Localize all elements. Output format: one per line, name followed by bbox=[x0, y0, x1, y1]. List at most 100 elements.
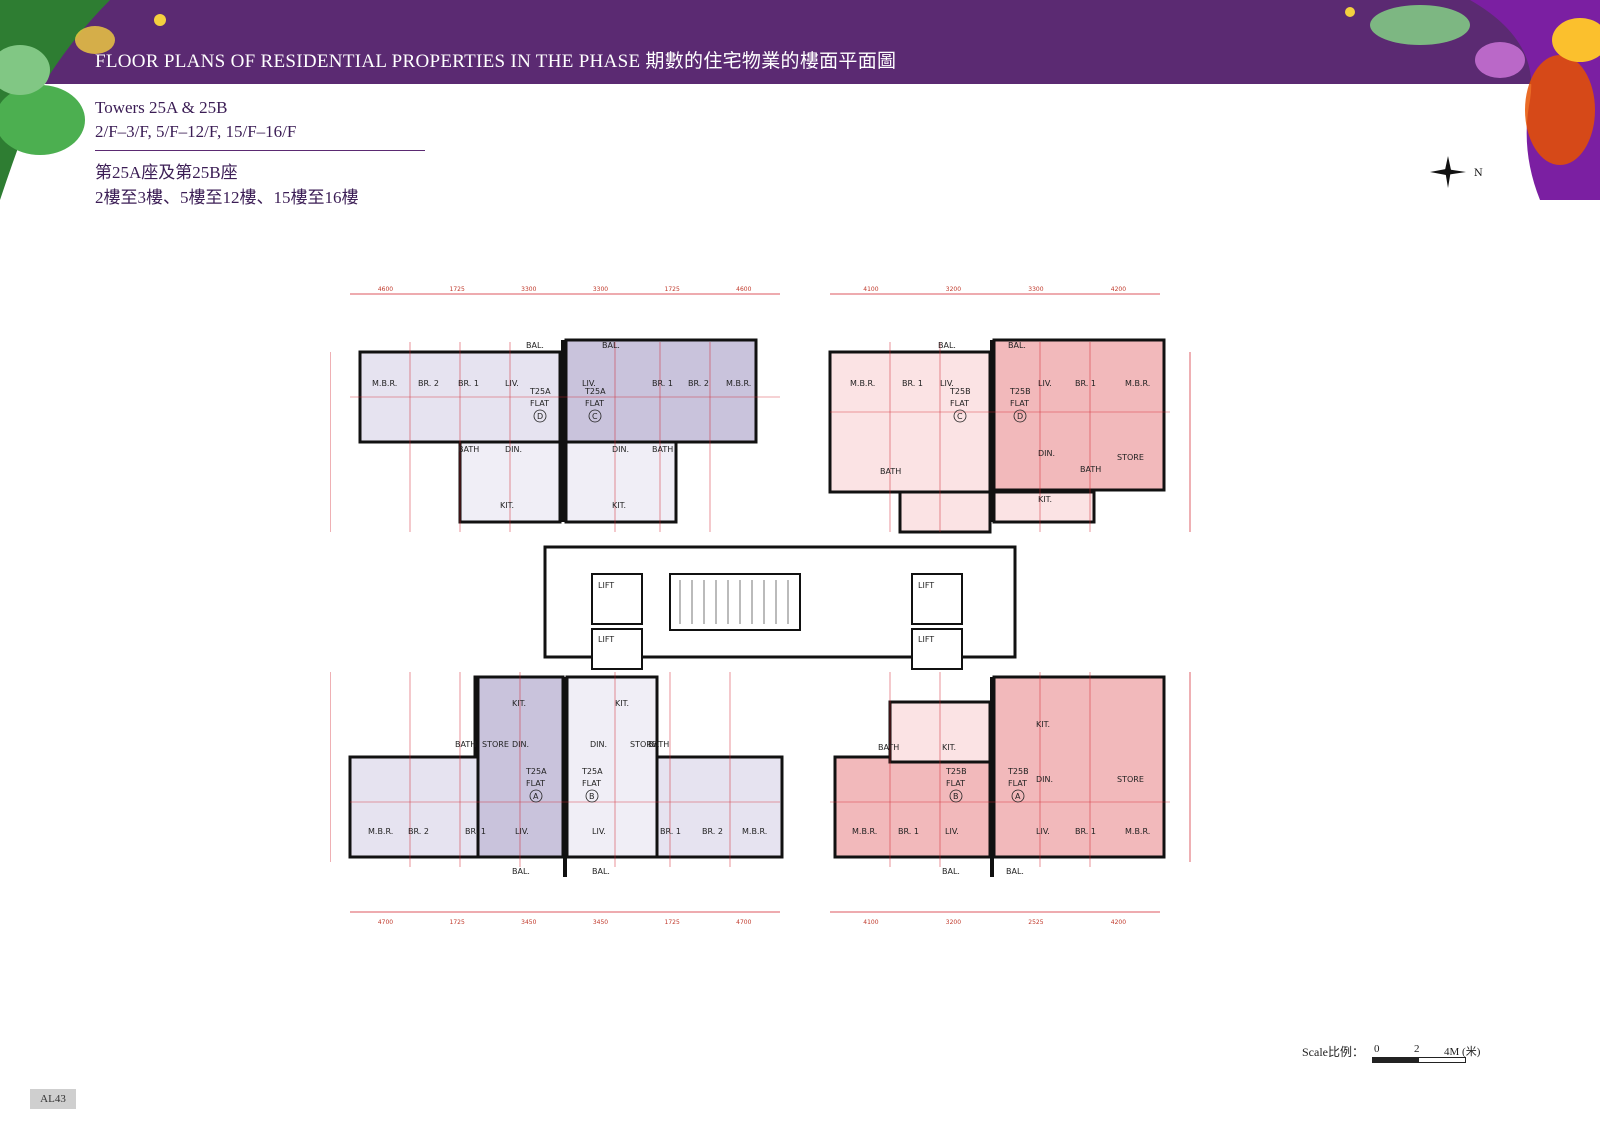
scale-tick-0: 0 bbox=[1374, 1043, 1380, 1055]
flat-label-t25a-b: T25A FLAT B bbox=[581, 767, 603, 803]
room-bal-8: BAL. bbox=[1006, 867, 1024, 876]
room-bal-3: BAL. bbox=[938, 341, 956, 350]
svg-text:FLAT: FLAT bbox=[1010, 399, 1029, 408]
dimension-label: 3200 bbox=[946, 919, 961, 926]
room-mbr-5: M.B.R. bbox=[368, 827, 393, 836]
room-din-6: DIN. bbox=[590, 740, 607, 749]
room-mbr-8: M.B.R. bbox=[1125, 827, 1150, 836]
room-liv-6: LIV. bbox=[592, 827, 606, 836]
room-bal-6: BAL. bbox=[592, 867, 610, 876]
svg-text:T25A: T25A bbox=[581, 767, 603, 776]
room-bath-6: BATH bbox=[648, 740, 669, 749]
north-compass-icon: N bbox=[1430, 156, 1483, 188]
room-store-6: STORE bbox=[630, 740, 657, 749]
page-title: FLOOR PLANS OF RESIDENTIAL PROPERTIES IN… bbox=[95, 51, 897, 72]
svg-text:B: B bbox=[589, 792, 595, 801]
room-liv-3: LIV. bbox=[940, 379, 954, 388]
svg-text:B: B bbox=[953, 792, 959, 801]
dimension-label: 4200 bbox=[1111, 286, 1126, 293]
room-liv-1: LIV. bbox=[505, 379, 519, 388]
tower-25b-upper bbox=[828, 338, 1166, 534]
dimension-label: 2525 bbox=[1028, 919, 1043, 926]
room-kit-1: KIT. bbox=[500, 501, 514, 510]
compass-label: N bbox=[1474, 168, 1483, 179]
svg-text:T25A: T25A bbox=[584, 387, 606, 396]
svg-text:FLAT: FLAT bbox=[946, 779, 965, 788]
svg-text:D: D bbox=[537, 412, 543, 421]
room-liv-8: LIV. bbox=[1036, 827, 1050, 836]
room-kit-7: KIT. bbox=[942, 743, 956, 752]
svg-text:T25A: T25A bbox=[529, 387, 551, 396]
tower-info-zh: 第25A座及第25B座 2樓至3樓、5樓至12樓、15樓至16樓 bbox=[95, 160, 359, 210]
room-mbr-4: M.B.R. bbox=[1125, 379, 1150, 388]
tower-25a-lower bbox=[348, 675, 784, 877]
scale-tick-4: 4M (米) bbox=[1444, 1046, 1481, 1058]
dimension-label: 3450 bbox=[593, 919, 608, 926]
towers-zh: 第25A座及第25B座 bbox=[95, 163, 238, 182]
room-mbr-7: M.B.R. bbox=[852, 827, 877, 836]
svg-text:T25B: T25B bbox=[949, 387, 971, 396]
room-liv-7: LIV. bbox=[945, 827, 959, 836]
dimension-label: 1725 bbox=[450, 286, 465, 293]
room-br2-2: BR. 2 bbox=[688, 379, 709, 388]
room-br2-1: BR. 2 bbox=[418, 379, 439, 388]
floral-decoration-right bbox=[1345, 0, 1600, 200]
dimension-label: 3200 bbox=[946, 286, 961, 293]
room-store-5: STORE bbox=[482, 740, 509, 749]
room-br1-5: BR. 1 bbox=[465, 827, 486, 836]
room-kit-4: KIT. bbox=[1038, 495, 1052, 504]
room-bath-5: BATH bbox=[455, 740, 476, 749]
room-br1-7: BR. 1 bbox=[898, 827, 919, 836]
room-liv-4: LIV. bbox=[1038, 379, 1052, 388]
svg-text:A: A bbox=[533, 792, 539, 801]
room-br1-3: BR. 1 bbox=[902, 379, 923, 388]
room-liv-5: LIV. bbox=[515, 827, 529, 836]
svg-text:T25B: T25B bbox=[945, 767, 967, 776]
room-br1-4: BR. 1 bbox=[1075, 379, 1096, 388]
room-kit-8: KIT. bbox=[1036, 720, 1050, 729]
room-kit-5: KIT. bbox=[512, 699, 526, 708]
room-mbr-1: M.B.R. bbox=[372, 379, 397, 388]
floors-en: 2/F–3/F, 5/F–12/F, 15/F–16/F bbox=[95, 122, 297, 141]
header-banner bbox=[0, 0, 1600, 84]
dimension-label: 4700 bbox=[736, 919, 751, 926]
room-br1-6: BR. 1 bbox=[660, 827, 681, 836]
room-br1-2: BR. 1 bbox=[652, 379, 673, 388]
dimension-label: 4700 bbox=[378, 919, 393, 926]
room-bath-2: BATH bbox=[652, 445, 673, 454]
svg-text:FLAT: FLAT bbox=[1008, 779, 1027, 788]
room-din-1: DIN. bbox=[505, 445, 522, 454]
room-bal-7: BAL. bbox=[942, 867, 960, 876]
room-bal-4: BAL. bbox=[1008, 341, 1026, 350]
lift-label-1: LIFT bbox=[598, 581, 614, 590]
page-number: AL43 bbox=[30, 1089, 76, 1109]
svg-text:T25A: T25A bbox=[525, 767, 547, 776]
room-din-5: DIN. bbox=[512, 740, 529, 749]
tower-info-en: Towers 25A & 25B 2/F–3/F, 5/F–12/F, 15/F… bbox=[95, 96, 296, 144]
room-br2-5: BR. 2 bbox=[408, 827, 429, 836]
svg-text:C: C bbox=[592, 412, 598, 421]
svg-text:FLAT: FLAT bbox=[950, 399, 969, 408]
tower-25a-upper bbox=[358, 338, 758, 524]
room-din-8: DIN. bbox=[1036, 775, 1053, 784]
room-liv-2: LIV. bbox=[582, 379, 596, 388]
room-mbr-6: M.B.R. bbox=[742, 827, 767, 836]
svg-text:FLAT: FLAT bbox=[582, 779, 601, 788]
tower-25b-lower bbox=[833, 675, 1166, 877]
dimension-label: 4200 bbox=[1111, 919, 1126, 926]
dimension-label: 1725 bbox=[665, 286, 680, 293]
room-br2-6: BR. 2 bbox=[702, 827, 723, 836]
dimension-label: 3300 bbox=[593, 286, 608, 293]
flat-label-t25b-d: T25B FLAT D bbox=[1009, 387, 1031, 423]
towers-en: Towers 25A & 25B bbox=[95, 98, 228, 117]
dimension-label: 3300 bbox=[521, 286, 536, 293]
svg-text:D: D bbox=[1017, 412, 1023, 421]
svg-text:T25B: T25B bbox=[1009, 387, 1031, 396]
room-kit-2: KIT. bbox=[612, 501, 626, 510]
scale-bar bbox=[1372, 1057, 1466, 1063]
room-din-4: DIN. bbox=[1038, 449, 1055, 458]
room-store-8: STORE bbox=[1117, 775, 1144, 784]
